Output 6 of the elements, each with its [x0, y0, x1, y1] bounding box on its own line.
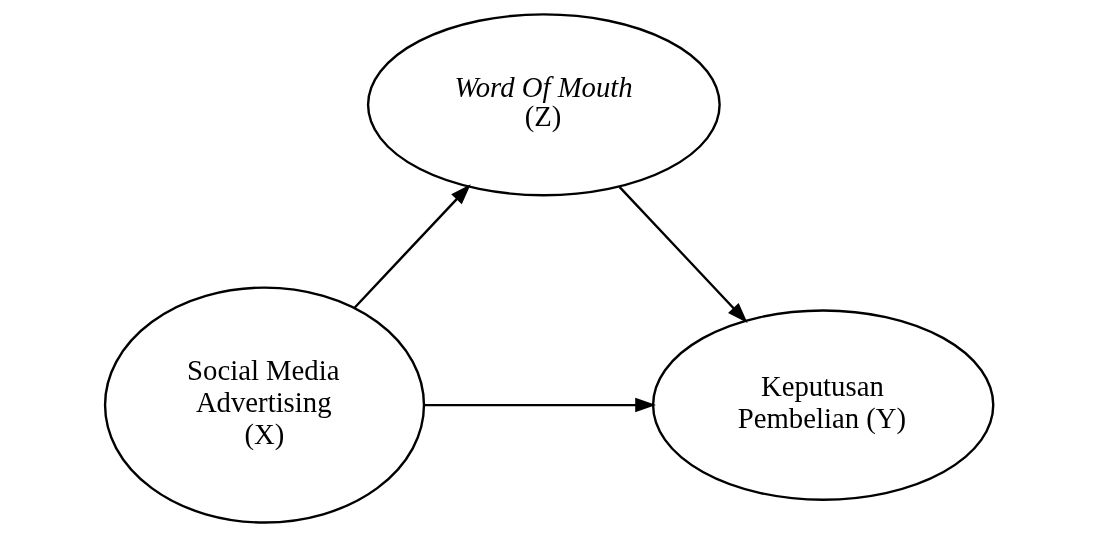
node-ellipse: Keputusan Pembelian (Y): [651, 309, 994, 501]
arrow: [618, 186, 748, 324]
node-ellipse: Word Of Mouth (Z): [366, 13, 721, 197]
node-ellipse: Social Media Advertising (X): [103, 286, 425, 524]
arrow: [423, 397, 656, 413]
arrow: [353, 184, 471, 309]
